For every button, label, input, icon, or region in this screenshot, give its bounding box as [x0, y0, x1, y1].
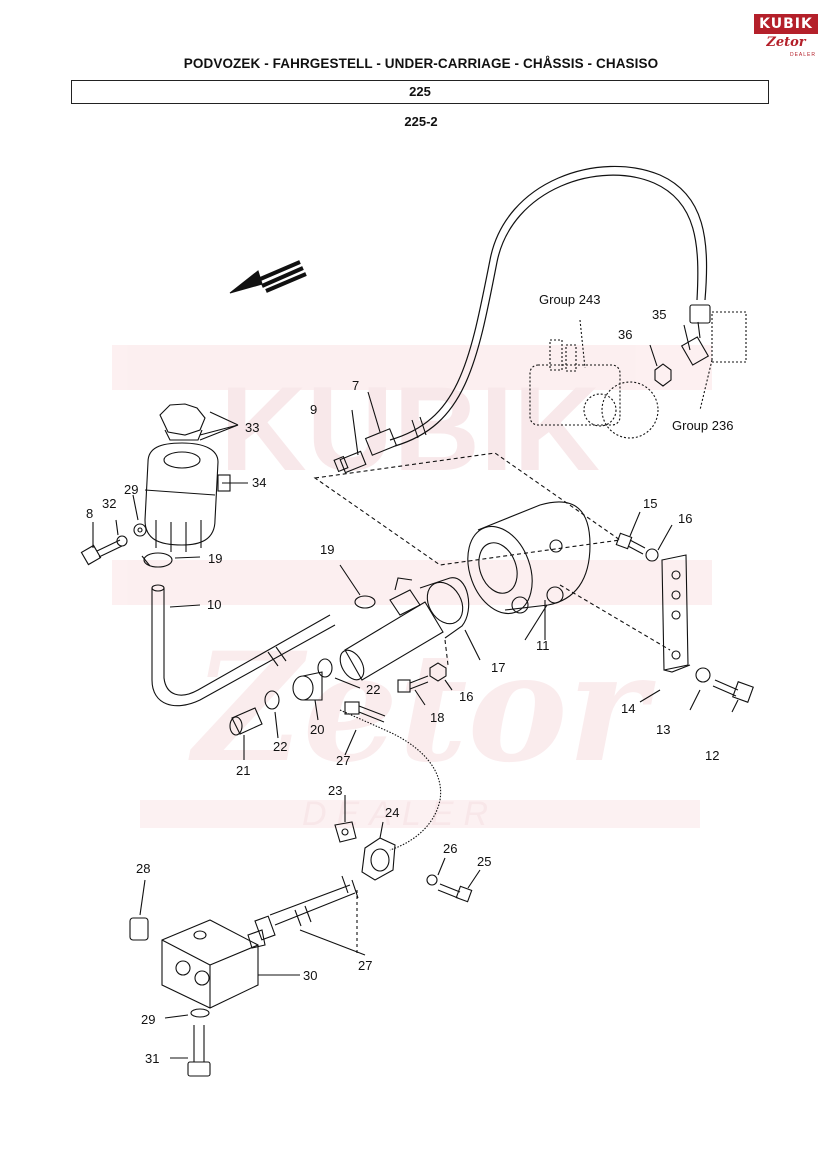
upper-hose — [389, 165, 708, 441]
callout-27-upper: 27 — [336, 753, 350, 768]
callout-30: 30 — [303, 968, 317, 983]
callout-9: 9 — [310, 402, 317, 417]
callout-33: 33 — [245, 420, 259, 435]
bolt-18 — [397, 675, 429, 693]
oring-22-upper — [317, 658, 333, 678]
banjo-20 — [292, 671, 323, 721]
callout-12: 12 — [705, 748, 719, 763]
direction-arrow — [229, 260, 307, 294]
washer-29-upper — [133, 523, 147, 537]
callout-21: 21 — [236, 763, 250, 778]
callout-34: 34 — [252, 475, 266, 490]
logo-brand: KUBIK — [754, 14, 818, 34]
callout-7: 7 — [352, 378, 359, 393]
callout-27-lower: 27 — [358, 958, 372, 973]
bolt-12 — [712, 679, 754, 703]
watermark: KUBIK Zetor DEALER — [112, 345, 712, 833]
washer-16-right — [645, 548, 659, 562]
bolt-8 — [80, 539, 123, 566]
bolt-31 — [187, 1025, 211, 1077]
callout-29-upper: 29 — [124, 482, 138, 497]
callout-13: 13 — [656, 722, 670, 737]
washer-13 — [695, 667, 711, 683]
washer-29-lower — [190, 1008, 210, 1018]
callout-8: 8 — [86, 506, 93, 521]
distributor-block-30 — [161, 919, 300, 1009]
callout-14: 14 — [621, 701, 635, 716]
kubik-zetor-logo: KUBIK Zetor DEALER — [754, 14, 818, 68]
plug-28 — [129, 879, 149, 941]
callout-31: 31 — [145, 1051, 159, 1066]
clip-23 — [334, 821, 357, 843]
clamp-19-left — [141, 552, 173, 568]
callout-17: 17 — [491, 660, 505, 675]
callout-11: 11 — [536, 638, 550, 653]
callout-10: 10 — [207, 597, 221, 612]
callout-16-center: 16 — [459, 689, 473, 704]
fitting-7 — [364, 428, 398, 456]
callout-35: 35 — [652, 307, 666, 322]
callout-15: 15 — [643, 496, 657, 511]
svg-text:Zetor: Zetor — [188, 620, 656, 796]
master-cylinder-17 — [339, 577, 470, 681]
valve-body-11 — [467, 501, 591, 640]
callout-group-236: Group 236 — [672, 418, 733, 433]
callout-22-lower: 22 — [273, 739, 287, 754]
callout-group-243: Group 243 — [539, 292, 600, 307]
bolt-25 — [437, 883, 473, 903]
nut-36 — [654, 363, 672, 387]
fitting-35 — [680, 304, 711, 366]
callout-labels: 7 9 Group 243 35 36 Group 236 33 34 29 3… — [86, 292, 733, 1066]
banjo-bolt-21 — [229, 707, 263, 760]
washer-32 — [116, 535, 128, 547]
callout-28: 28 — [136, 861, 150, 876]
page-title: PODVOZEK - FAHRGESTELL - UNDER-CARRIAGE … — [183, 56, 659, 71]
callout-16-right: 16 — [678, 511, 692, 526]
callout-22-upper: 22 — [366, 682, 380, 697]
fitting-9 — [333, 450, 367, 474]
callout-26: 26 — [443, 841, 457, 856]
callout-25: 25 — [477, 854, 491, 869]
watermark-kubik: KUBIK — [220, 362, 600, 496]
subgroup-number: 225-2 — [404, 114, 438, 129]
callout-29-lower: 29 — [141, 1012, 155, 1027]
pipe-27-upper — [339, 709, 442, 851]
washer-26 — [426, 874, 438, 886]
group-number: 225 — [71, 80, 769, 104]
valve-group-243 — [529, 319, 659, 439]
bracket-14 — [639, 554, 691, 703]
callout-19-center: 19 — [320, 542, 334, 557]
hose-10 — [151, 588, 336, 707]
bracket-group-236 — [699, 311, 747, 411]
callout-20: 20 — [310, 722, 324, 737]
clamp-19-center — [339, 564, 376, 609]
bolt-15 — [615, 532, 646, 555]
callout-24: 24 — [385, 805, 399, 820]
clip-24 — [361, 821, 396, 881]
fitting-27 — [344, 701, 386, 723]
callout-23: 23 — [328, 783, 342, 798]
nut-16-center — [429, 662, 447, 682]
logo-maker: Zetor — [766, 35, 806, 50]
reservoir-34 — [144, 442, 231, 552]
reservoir-cap-33 — [159, 403, 206, 441]
callout-19-left: 19 — [208, 551, 222, 566]
fitting-lower — [247, 915, 276, 949]
logo-dealer: DEALER — [789, 52, 816, 58]
oring-22-lower — [264, 690, 280, 710]
callout-18: 18 — [430, 710, 444, 725]
callout-32: 32 — [102, 496, 116, 511]
watermark-dealer: DEALER — [302, 795, 498, 833]
callout-36: 36 — [618, 327, 632, 342]
